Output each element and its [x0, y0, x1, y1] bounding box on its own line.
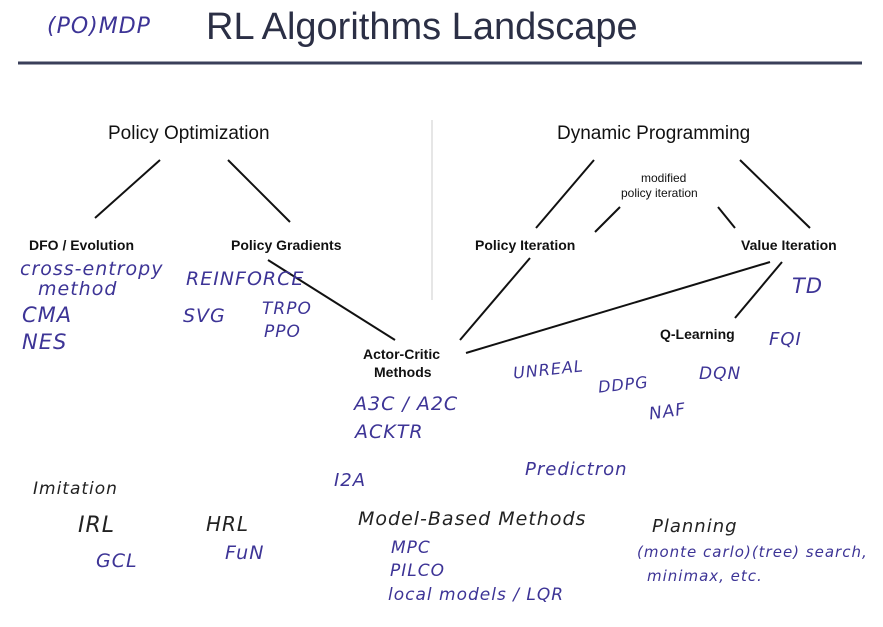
- edge-dp-vi: [739, 159, 811, 229]
- gcl: GCL: [96, 550, 138, 572]
- modified-label-line2: policy iteration: [621, 186, 698, 200]
- node-policy-iteration: Policy Iteration: [475, 237, 576, 253]
- reinforce: REINFORCE: [186, 268, 305, 290]
- node-value-iteration: Value Iteration: [741, 237, 837, 253]
- pilco: PILCO: [390, 561, 445, 581]
- nes: NES: [22, 330, 68, 354]
- branch-dynamic-programming: Dynamic Programming: [557, 123, 751, 144]
- edge-po-dfo: [94, 159, 161, 219]
- page-title: RL Algorithms Landscape: [206, 6, 638, 48]
- node-q-learning: Q-Learning: [660, 326, 735, 342]
- irl: IRL: [78, 513, 116, 538]
- edge-mpi-right: [717, 206, 736, 229]
- edge-pi-actorcritic: [459, 257, 531, 341]
- edge-vi-qlearning: [734, 261, 783, 319]
- node-dfo-evolution: DFO / Evolution: [29, 237, 134, 253]
- model-based-methods: Model-Based Methods: [358, 508, 587, 530]
- node-actor-critic-line1: Actor-Critic: [363, 346, 441, 362]
- fqi: FQI: [769, 329, 802, 350]
- i2a: I2A: [334, 470, 367, 491]
- edge-po-pg: [227, 159, 291, 223]
- modified-label-line1: modified: [641, 171, 687, 185]
- edge-vi-actorcritic: [465, 261, 771, 354]
- a3c-a2c: A3C / A2C: [354, 393, 459, 415]
- td: TD: [792, 274, 823, 298]
- trpo: TRPO: [262, 299, 312, 319]
- planning-search: (monte carlo)(tree) search,: [637, 543, 868, 561]
- svg-algorithm: SVG: [183, 305, 226, 327]
- local-models-lqr: local models / LQR: [388, 585, 565, 605]
- edge-pg-actorcritic: [267, 259, 396, 341]
- dqn: DQN: [699, 364, 742, 384]
- branch-policy-optimization: Policy Optimization: [108, 123, 270, 144]
- mpc: MPC: [391, 538, 431, 558]
- node-actor-critic-line2: Methods: [374, 364, 432, 380]
- cross-entropy-line1: cross-entropy: [20, 258, 164, 280]
- acktr: ACKTR: [355, 421, 424, 443]
- ppo: PPO: [264, 322, 301, 342]
- node-policy-gradients: Policy Gradients: [231, 237, 342, 253]
- cma: CMA: [22, 303, 73, 327]
- hrl: HRL: [206, 512, 250, 536]
- planning-minimax: minimax, etc.: [647, 567, 763, 585]
- cross-entropy-line2: method: [38, 278, 118, 300]
- pomdp-annotation: (PO)MDP: [47, 14, 151, 39]
- predictron: Predictron: [525, 459, 628, 480]
- fun: FuN: [225, 542, 265, 564]
- planning: Planning: [652, 516, 738, 537]
- edge-dp-pi: [535, 159, 595, 229]
- edge-mpi-left: [594, 206, 621, 233]
- imitation: Imitation: [33, 479, 118, 499]
